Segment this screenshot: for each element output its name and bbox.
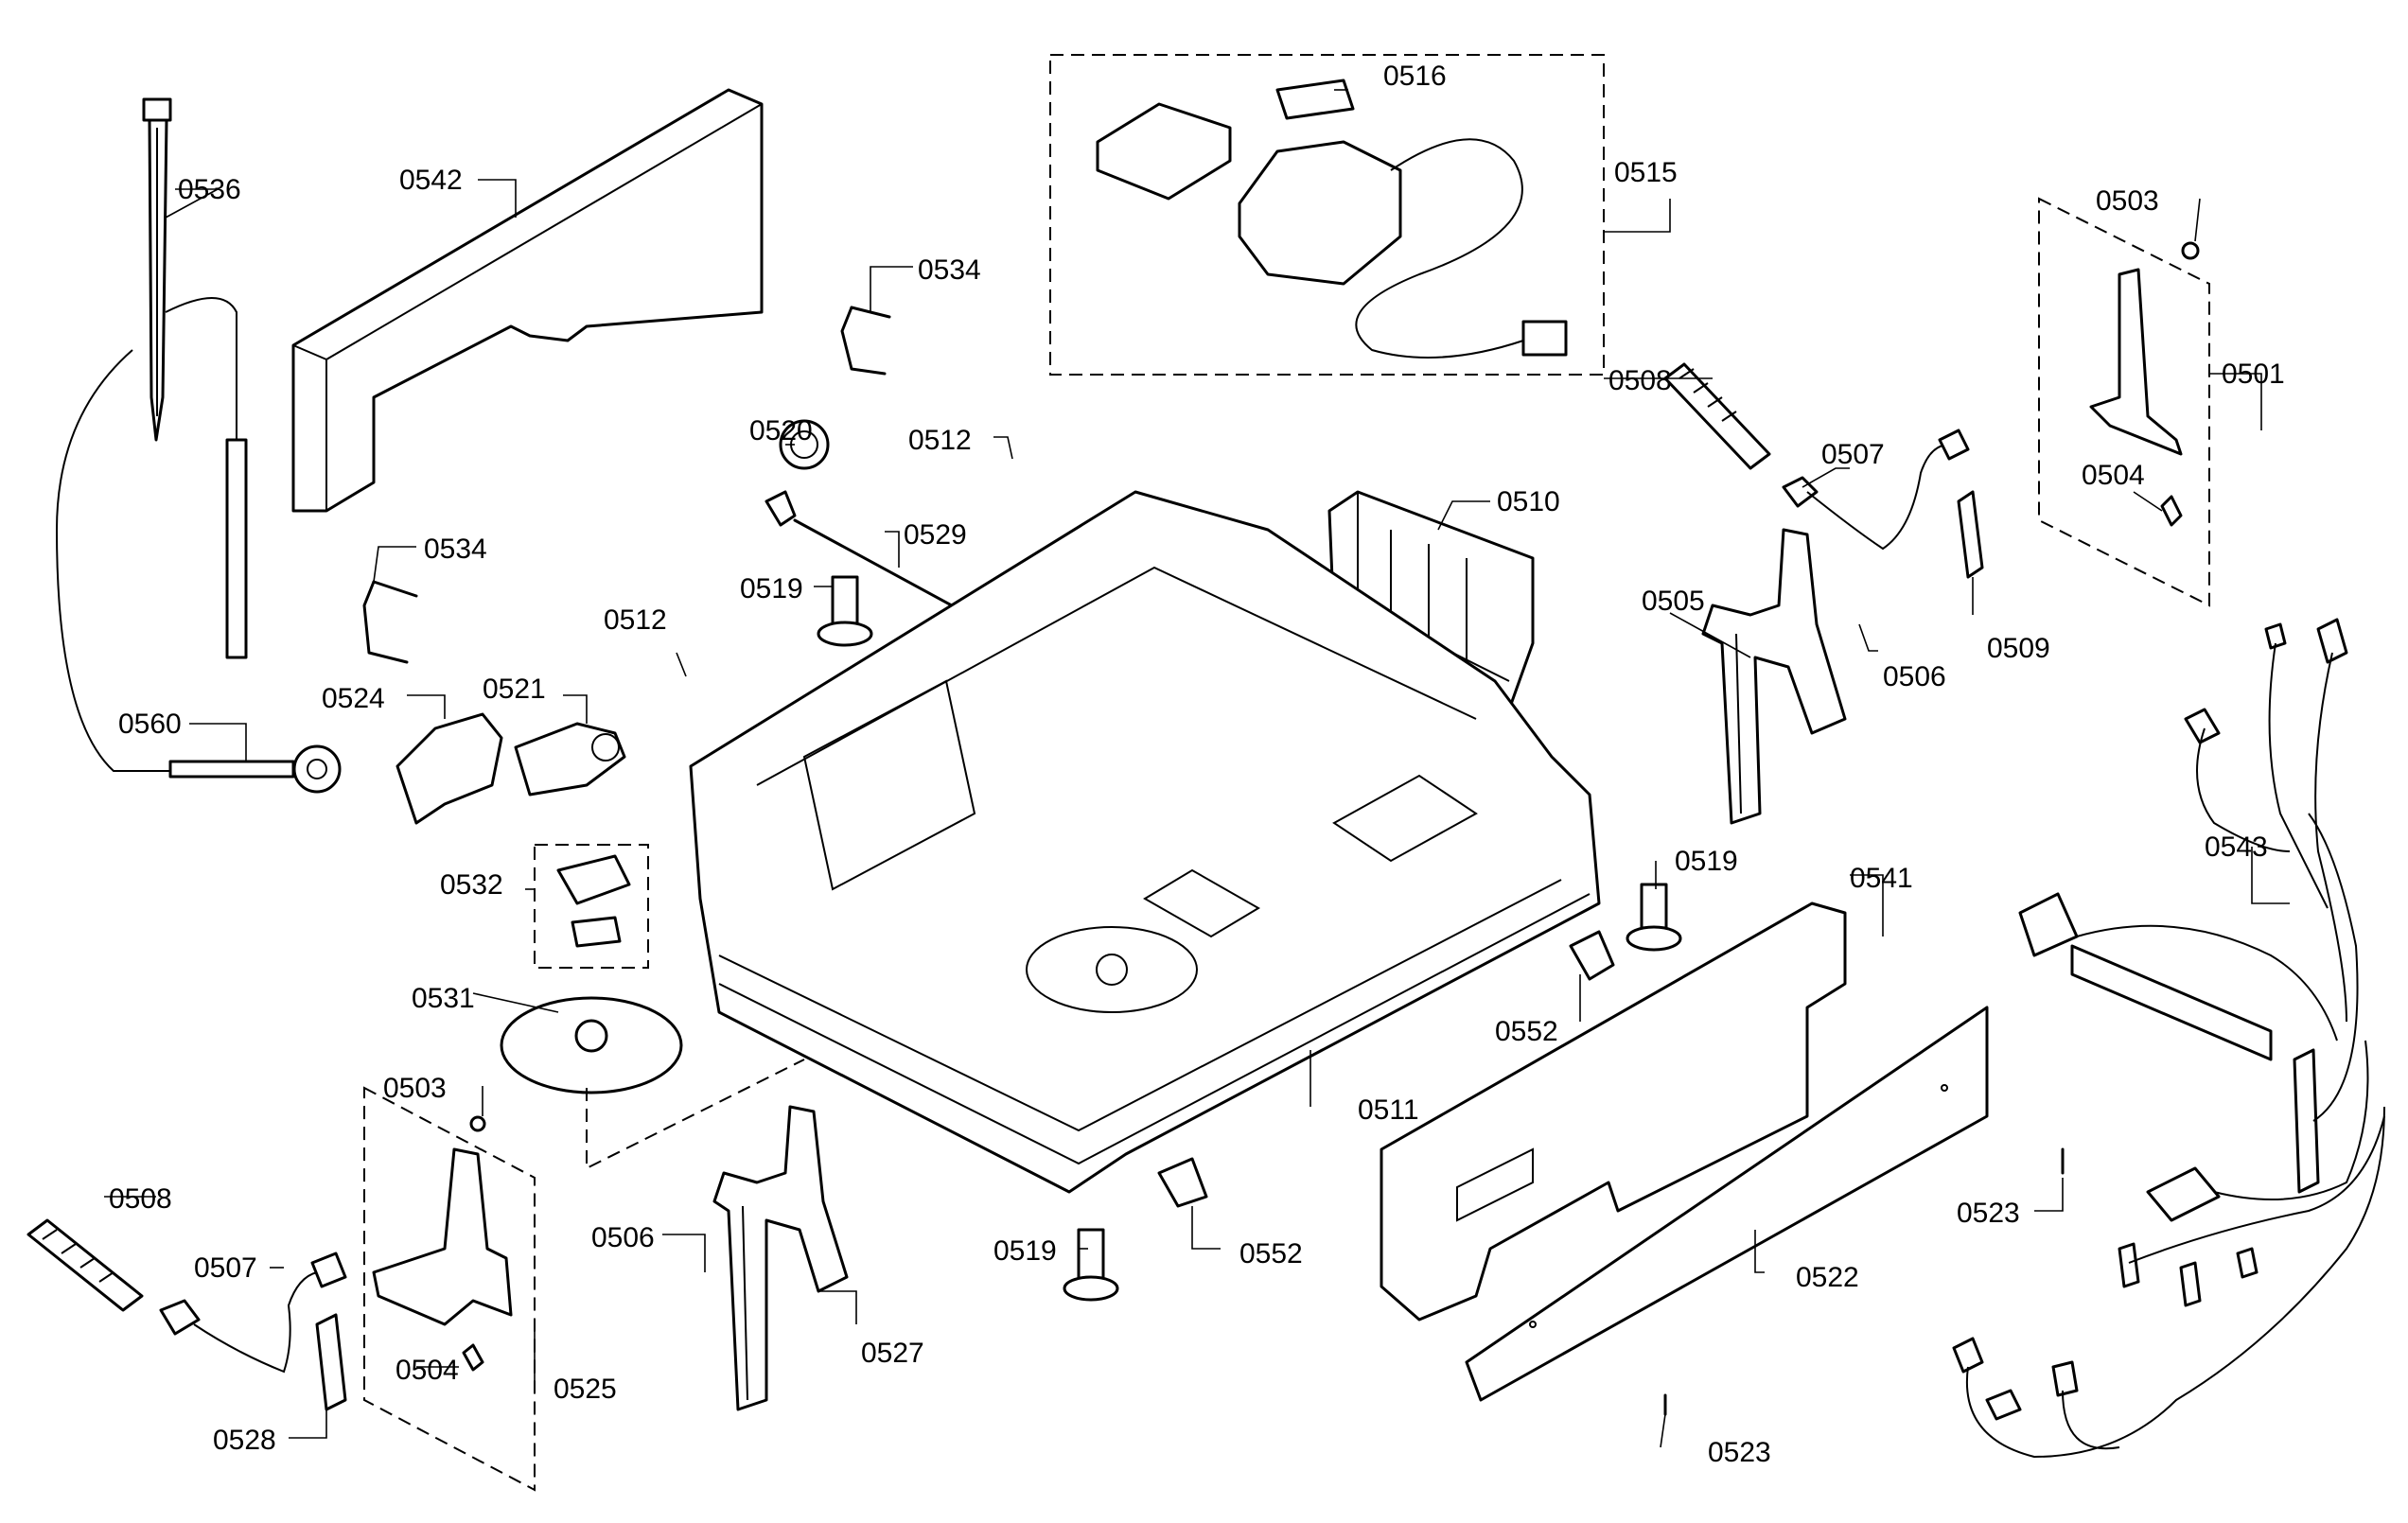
label-0503-right: 0503 (2096, 185, 2159, 217)
part-0532-assembly (534, 844, 649, 969)
label-0542: 0542 (399, 165, 463, 196)
part-0505-bracket (1701, 528, 1847, 825)
part-0508-spring-left (26, 1218, 144, 1312)
part-0501-assembly (2038, 197, 2210, 607)
part-0521-valve (514, 722, 626, 797)
part-0534-clip-top (840, 306, 891, 376)
label-0512-left: 0512 (604, 604, 667, 636)
label-0504-right: 0504 (2082, 460, 2145, 491)
part-0531-disc (500, 996, 805, 1170)
part-0509-connector (1957, 490, 1984, 579)
label-0520: 0520 (749, 415, 813, 446)
label-0519-top: 0519 (740, 573, 803, 604)
label-0503-left: 0503 (383, 1073, 447, 1104)
label-0506-left: 0506 (591, 1222, 655, 1253)
label-0507-left: 0507 (194, 1252, 257, 1284)
part-0522-panel (1465, 1006, 1989, 1402)
label-0516: 0516 (1383, 61, 1447, 92)
label-0541: 0541 (1850, 863, 1913, 894)
part-0552-clip-bottom (1157, 1157, 1208, 1208)
part-0519-foot-top (817, 575, 873, 647)
part-0542-panel (291, 88, 764, 513)
label-0534-top: 0534 (918, 254, 981, 286)
label-0552-bottom: 0552 (1239, 1238, 1303, 1269)
label-0524: 0524 (322, 683, 385, 714)
label-0552-top: 0552 (1495, 1016, 1558, 1047)
part-0541-panel (1380, 902, 1847, 1322)
label-0543: 0543 (2205, 832, 2268, 863)
part-0527-bracket (712, 1105, 849, 1411)
part-0552-clip-top (1569, 930, 1615, 981)
label-0523-bottom: 0523 (1708, 1437, 1771, 1468)
label-0522: 0522 (1796, 1262, 1859, 1293)
part-0560-tube (168, 744, 342, 794)
part-0524-bracket (395, 712, 503, 825)
label-0525: 0525 (554, 1374, 617, 1405)
leader-lines (104, 89, 2290, 1448)
label-0532: 0532 (440, 869, 503, 901)
part-0534-clip-left (362, 580, 418, 664)
label-0504-left: 0504 (395, 1355, 459, 1386)
label-0523-right: 0523 (1957, 1198, 2020, 1229)
label-0519-mid: 0519 (1675, 846, 1738, 877)
label-0536: 0536 (178, 174, 241, 205)
label-0531: 0531 (412, 983, 475, 1014)
part-0543-harness (1952, 618, 2385, 1459)
label-0515: 0515 (1614, 157, 1678, 188)
part-0525-assembly (363, 1086, 536, 1492)
part-0507-cable-right (1782, 429, 1970, 551)
label-0521: 0521 (483, 674, 546, 705)
label-0528: 0528 (213, 1425, 276, 1456)
label-0507-right: 0507 (1821, 439, 1885, 470)
label-0501: 0501 (2222, 359, 2285, 390)
part-0528-connector (315, 1313, 347, 1411)
part-0536-rod (55, 97, 248, 772)
label-0508-right: 0508 (1608, 365, 1672, 396)
part-base-tub (689, 490, 1601, 1194)
label-0512-top: 0512 (908, 425, 972, 456)
part-0520-gear (779, 419, 830, 470)
label-0508-left: 0508 (109, 1183, 172, 1215)
label-0509: 0509 (1987, 633, 2050, 664)
label-0506-right: 0506 (1883, 661, 1946, 692)
label-0534-left: 0534 (424, 534, 487, 565)
label-0529: 0529 (904, 519, 967, 551)
label-0519-bottom: 0519 (993, 1235, 1057, 1267)
part-0519-foot-mid (1626, 883, 1682, 952)
part-0507-cable-left (159, 1252, 347, 1374)
part-0508-spring-right (1663, 362, 1771, 470)
label-0505: 0505 (1642, 586, 1705, 617)
part-0519-foot-bottom (1063, 1228, 1119, 1302)
label-0560: 0560 (118, 709, 182, 740)
part-0515-assembly (1049, 54, 1605, 376)
label-0510: 0510 (1497, 486, 1560, 517)
label-0527: 0527 (861, 1338, 924, 1369)
callout-labels: 0536 0542 0534 0516 0515 0503 0501 0534 … (109, 61, 2285, 1468)
label-0511: 0511 (1358, 1094, 1419, 1126)
